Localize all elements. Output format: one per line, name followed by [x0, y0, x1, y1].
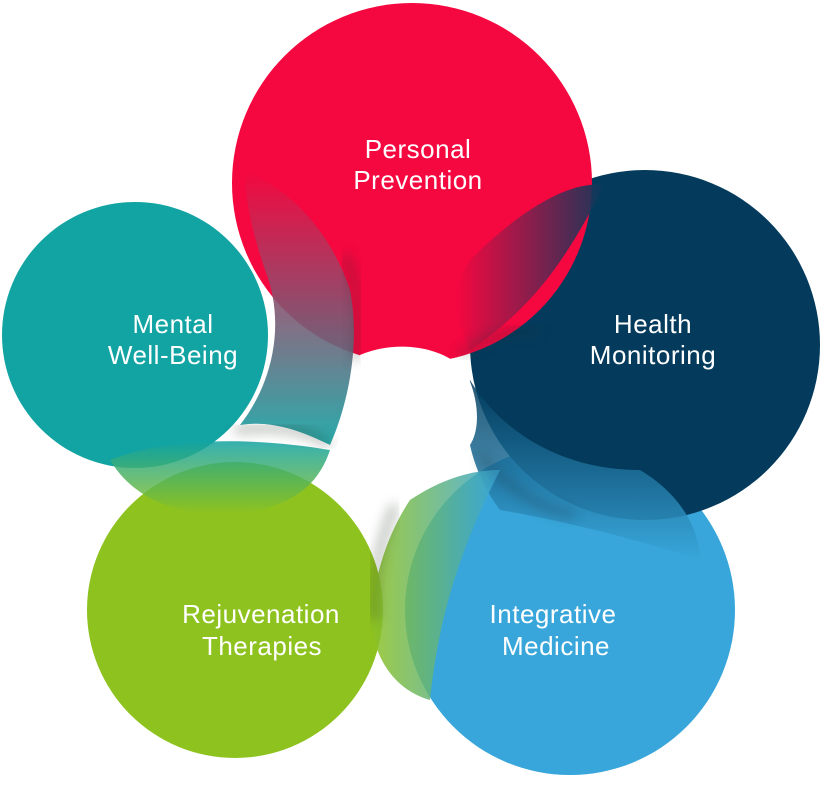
- mental-well-being-line1: Mental: [132, 309, 213, 339]
- fold-shadow-4: [476, 452, 576, 519]
- rejuvenation-therapies-label: Rejuvenation Therapies: [182, 599, 340, 661]
- integrative-medicine-line2: Medicine: [502, 631, 610, 661]
- center-gap: [335, 346, 477, 500]
- rejuvenation-therapies-circle: [87, 462, 383, 758]
- fold-shadow-5: [457, 326, 541, 359]
- overlap-medicine-rejuvenation: [370, 470, 500, 700]
- overlap-wellbeing-prevention: [240, 170, 354, 445]
- rejuvenation-therapies-line2: Therapies: [202, 631, 322, 661]
- overlap-prevention-monitoring: [456, 184, 605, 350]
- rejuvenation-therapies-line1: Rejuvenation: [182, 599, 340, 629]
- health-monitoring-label: Health Monitoring: [590, 309, 716, 370]
- health-monitoring-line2: Monitoring: [590, 340, 716, 370]
- overlap-rejuvenation-wellbeing: [110, 441, 330, 514]
- fold-shadow-2: [234, 424, 333, 449]
- overlap-monitoring-medicine: [466, 380, 700, 560]
- fold-shadow-3: [370, 503, 399, 621]
- mental-well-being-line2: Well-Being: [108, 340, 238, 370]
- personal-prevention-line1: Personal: [365, 134, 472, 164]
- personal-prevention-line2: Prevention: [353, 165, 482, 195]
- mental-well-being-circle: [2, 202, 268, 468]
- mental-well-being-label: Mental Well-Being: [108, 309, 238, 370]
- integrative-medicine-label: Integrative Medicine: [490, 599, 617, 661]
- integrative-medicine-line1: Integrative: [490, 599, 617, 629]
- health-monitoring-line1: Health: [614, 309, 692, 339]
- fold-shadow-1: [341, 253, 362, 361]
- personal-prevention-label: Personal Prevention: [353, 134, 482, 195]
